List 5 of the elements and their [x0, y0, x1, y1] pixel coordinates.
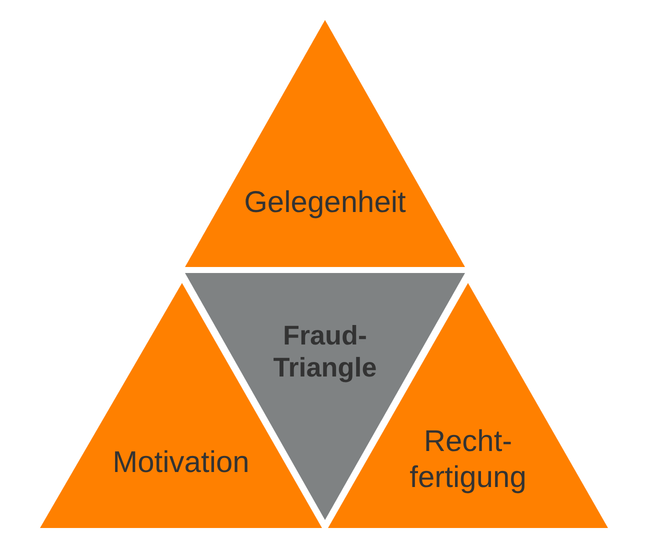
- segment-label: Fraud- Triangle: [272, 320, 378, 384]
- segment-label: Gelegenheit: [243, 185, 407, 221]
- segment-label: Motivation: [112, 445, 250, 481]
- triangle-segment: [185, 20, 465, 267]
- segment-label: Recht- fertigung: [408, 424, 528, 496]
